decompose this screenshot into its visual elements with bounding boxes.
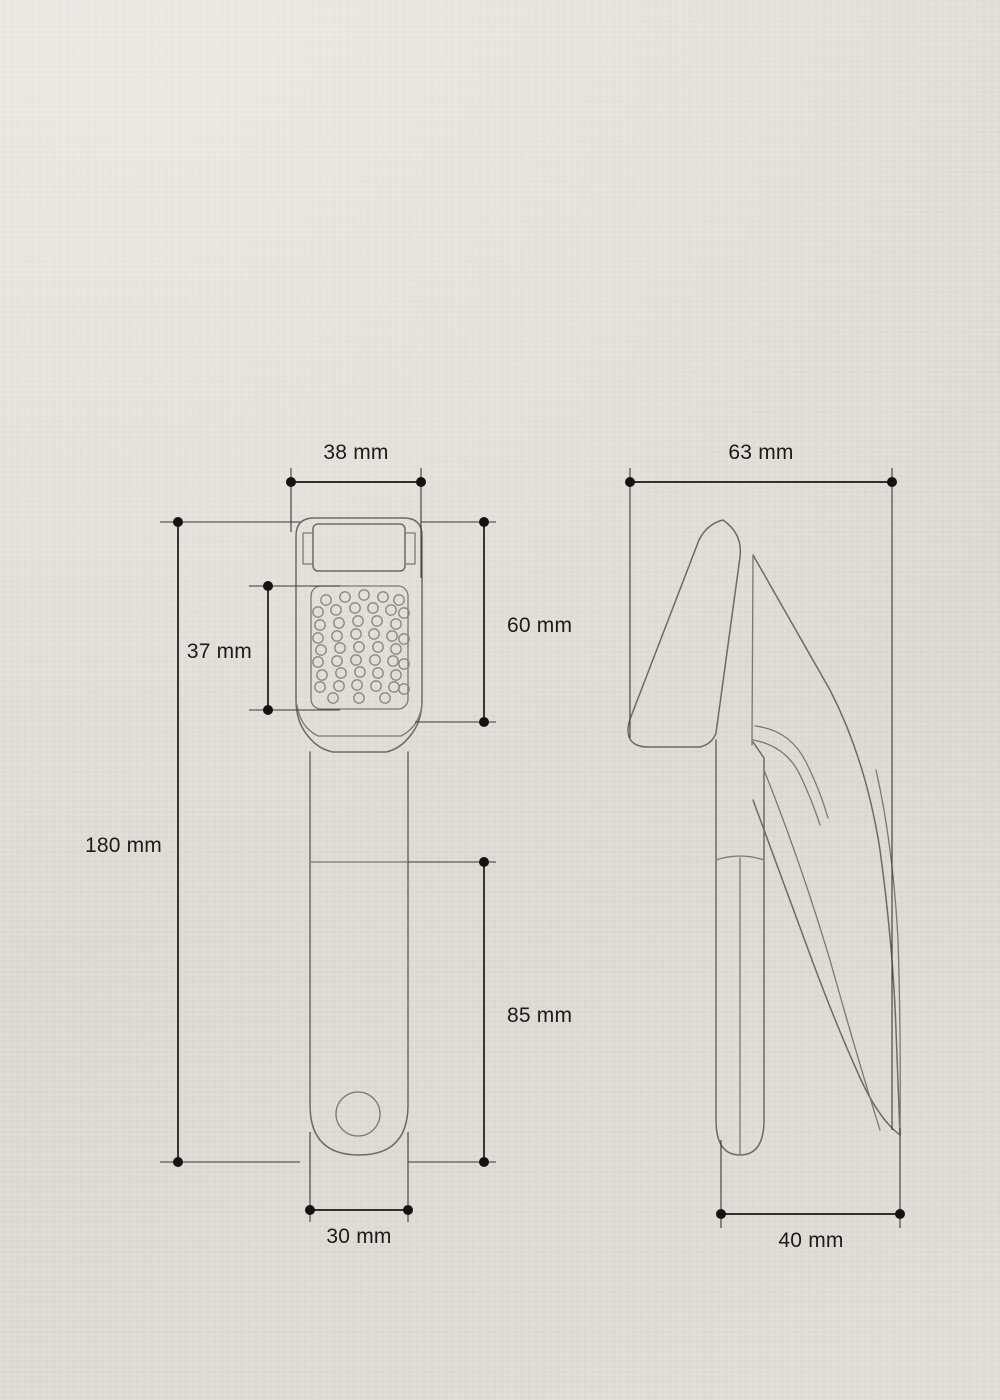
dimension-width-head: 38 mm xyxy=(286,441,426,578)
front-hinge-assembly xyxy=(302,523,416,572)
press-plate-perforations xyxy=(312,589,410,704)
side-grip-divider xyxy=(715,855,765,861)
dimension-label-180mm: 180 mm xyxy=(85,834,162,857)
dimension-depth-bottom: 40 mm xyxy=(716,1128,905,1252)
dimension-label-40mm: 40 mm xyxy=(778,1229,843,1252)
dimension-depth-top: 63 mm xyxy=(625,441,897,1130)
front-head-inner-shoulder xyxy=(296,704,423,737)
side-upper-lever-outline xyxy=(627,519,742,748)
dimension-label-60mm: 60 mm xyxy=(507,614,572,637)
front-hinge-tab-left xyxy=(302,532,314,565)
side-inner-spine xyxy=(751,554,754,746)
front-view xyxy=(295,517,423,1156)
front-hinge-block xyxy=(312,523,406,572)
side-view xyxy=(627,519,901,1156)
dimension-label-37mm: 37 mm xyxy=(187,640,252,663)
dimension-height-plate: 37 mm xyxy=(187,581,340,715)
dimension-height-total: 180 mm xyxy=(85,517,300,1167)
dimension-height-handle: 85 mm xyxy=(408,857,572,1167)
front-head-outline xyxy=(295,517,423,753)
side-hinge-curve-inner xyxy=(752,739,821,826)
dimension-label-30mm: 30 mm xyxy=(326,1225,391,1248)
front-hinge-tab-right xyxy=(404,532,416,565)
front-hanging-hole xyxy=(335,1091,381,1137)
dimension-width-handle: 30 mm xyxy=(305,1132,413,1248)
side-hinge-curve-outer xyxy=(754,725,829,819)
side-lower-arm-outline xyxy=(752,554,901,1136)
front-handle-shaft xyxy=(309,751,409,1156)
side-arm-inner-edge xyxy=(763,769,881,1131)
dimension-label-63mm: 63 mm xyxy=(728,441,793,464)
dimension-label-38mm: 38 mm xyxy=(323,441,388,464)
side-arm-right-edge xyxy=(875,769,901,1136)
dimension-height-head: 60 mm xyxy=(415,517,572,727)
front-press-plate xyxy=(310,585,409,710)
dimension-label-85mm: 85 mm xyxy=(507,1004,572,1027)
